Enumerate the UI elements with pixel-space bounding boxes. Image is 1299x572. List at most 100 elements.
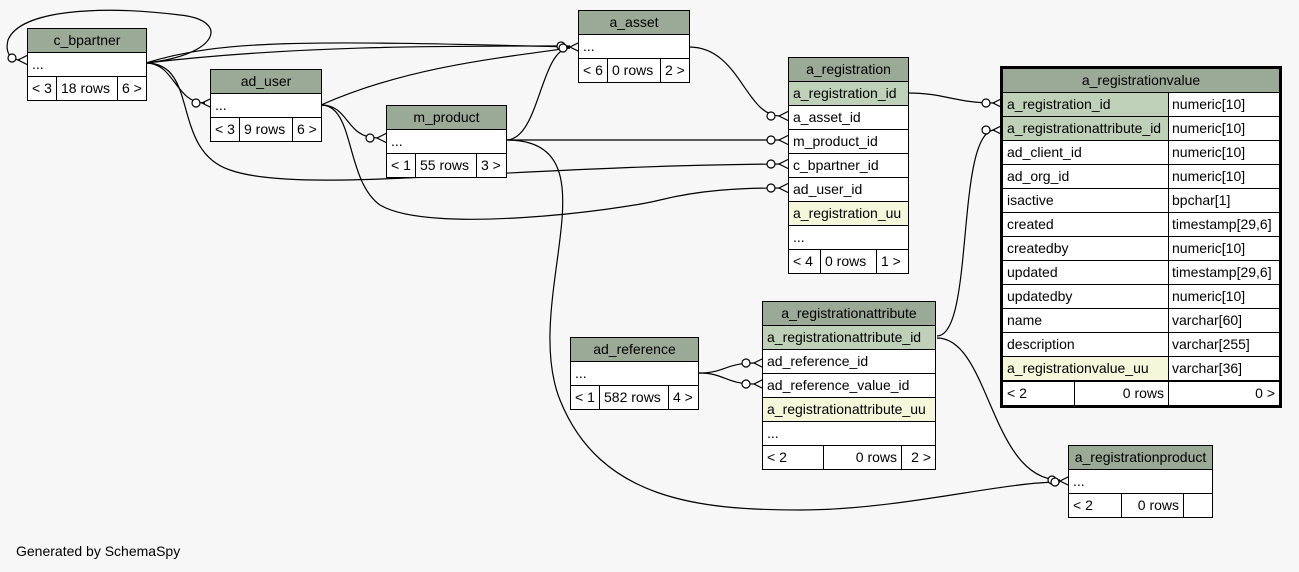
table-row: ... (1069, 470, 1212, 494)
children-count[interactable]: 6 > (297, 121, 317, 137)
parents-count[interactable]: < 1 (571, 386, 600, 409)
column-m-product-id[interactable]: m_product_id (789, 130, 908, 154)
marker-bpartner-self (7, 53, 17, 63)
table-row: ... (571, 362, 698, 386)
marker-regattr-ref (741, 358, 751, 368)
parents-count[interactable]: < 3 (28, 77, 57, 100)
table-header: m_product (387, 106, 506, 130)
children-count[interactable] (1184, 494, 1212, 517)
edge-bpartner-to-registration (145, 62, 781, 181)
children-count[interactable]: 1 > (881, 253, 901, 269)
column-type: numeric[10] (1169, 117, 1279, 140)
row-count: 55 rows (416, 154, 477, 177)
column-ad-user-id[interactable]: ad_user_id (789, 178, 908, 202)
table-footer: < 2 0 rows 2 > (763, 446, 935, 469)
table-footer: < 3 9 rows 6 > (211, 118, 321, 141)
table-footer: < 4 0 rows 1 > (789, 250, 908, 273)
marker-mproduct (365, 133, 375, 143)
table-footer: < 2 0 rows 0 > (1003, 381, 1279, 405)
column-a-asset-id[interactable]: a_asset_id (789, 106, 908, 130)
table-header: a_asset (579, 11, 689, 35)
children-count[interactable]: 2 > (665, 62, 685, 78)
edge-bpartner-self (6, 9, 212, 64)
row-count: 0 rows (1075, 382, 1169, 405)
parents-count[interactable]: < 6 (579, 59, 608, 82)
table-row: ... (789, 226, 908, 250)
edge-aduser-to-asset (320, 47, 571, 106)
column-ad-reference-value-id[interactable]: ad_reference_value_id (763, 374, 935, 398)
table-row: ... (28, 53, 146, 77)
table-header: ad_reference (571, 338, 698, 362)
edge-bpartner-to-asset-1 (145, 45, 571, 64)
parents-count[interactable]: < 4 (789, 250, 821, 273)
row-count: 18 rows (57, 77, 118, 100)
table-footer: < 6 0 rows 2 > (579, 59, 689, 82)
table-ad-user[interactable]: ad_user ... < 3 9 rows 6 > (210, 69, 322, 142)
marker-reg-product (766, 135, 776, 145)
column-type: varchar[255] (1172, 336, 1250, 352)
column-a-registrationattribute-id[interactable]: a_registrationattribute_id (763, 326, 935, 350)
children-count[interactable]: 6 > (122, 80, 142, 96)
table-a-registration[interactable]: a_registration a_registration_id a_asset… (788, 57, 909, 274)
column-name: createdby (1003, 237, 1169, 260)
edge-aduser-to-registration (320, 104, 781, 220)
column-a-registration-id[interactable]: a_registration_id (789, 82, 908, 106)
parents-count[interactable]: < 2 (1069, 494, 1122, 517)
row-count: 582 rows (600, 386, 669, 409)
edge-asset-to-registration (688, 46, 781, 117)
children-count[interactable]: 0 > (1255, 385, 1275, 401)
table-m-product[interactable]: m_product ... < 1 55 rows 3 > (386, 105, 507, 178)
table-row: ... (763, 422, 935, 446)
parents-count[interactable]: < 3 (211, 118, 240, 141)
parents-count[interactable]: < 2 (763, 446, 824, 469)
edge-regattr-to-regvalue (936, 129, 996, 337)
table-a-asset[interactable]: a_asset ... < 6 0 rows 2 > (578, 10, 690, 83)
row-count: 0 rows (608, 59, 661, 82)
children-count[interactable]: 4 > (673, 389, 693, 405)
parents-count[interactable]: < 1 (387, 154, 416, 177)
column-type: timestamp[29,6] (1172, 216, 1272, 232)
marker-reg-asset (766, 111, 776, 121)
table-ad-reference[interactable]: ad_reference ... < 1 582 rows 4 > (570, 337, 699, 410)
table-row: ... (579, 35, 689, 59)
parents-count[interactable]: < 2 (1003, 382, 1075, 405)
table-footer: < 2 0 rows (1069, 494, 1212, 517)
column-name: description (1003, 333, 1169, 356)
table-header: a_registrationattribute (763, 302, 935, 326)
children-count[interactable]: 3 > (481, 157, 501, 173)
column-ad-reference-id[interactable]: ad_reference_id (763, 350, 935, 374)
table-header: a_registrationvalue (1003, 69, 1279, 93)
marker-asset-2 (558, 43, 568, 53)
column-c-bpartner-id[interactable]: c_bpartner_id (789, 154, 908, 178)
row-count: 0 rows (1122, 494, 1184, 517)
table-c-bpartner[interactable]: c_bpartner ... < 3 18 rows 6 > (27, 28, 147, 101)
column-type: varchar[36] (1169, 357, 1279, 380)
column-a-registrationattribute-uu[interactable]: a_registrationattribute_uu (763, 398, 935, 422)
column-type: bpchar[1] (1172, 192, 1231, 208)
column-name: ad_org_id (1003, 165, 1169, 188)
column-name: ad_client_id (1003, 141, 1169, 164)
children-count[interactable]: 2 > (911, 449, 931, 465)
column-name: a_registrationvalue_uu (1003, 357, 1169, 380)
column-a-registration-uu[interactable]: a_registration_uu (789, 202, 908, 226)
table-a-registrationproduct[interactable]: a_registrationproduct ... < 2 0 rows (1068, 445, 1213, 518)
table-a-registrationattribute[interactable]: a_registrationattribute a_registrationat… (762, 301, 936, 470)
table-header: a_registration (789, 58, 908, 82)
table-header: c_bpartner (28, 29, 146, 53)
marker-reg-bpartner (766, 159, 776, 169)
column-name: name (1003, 309, 1169, 332)
column-type: timestamp[29,6] (1172, 264, 1272, 280)
